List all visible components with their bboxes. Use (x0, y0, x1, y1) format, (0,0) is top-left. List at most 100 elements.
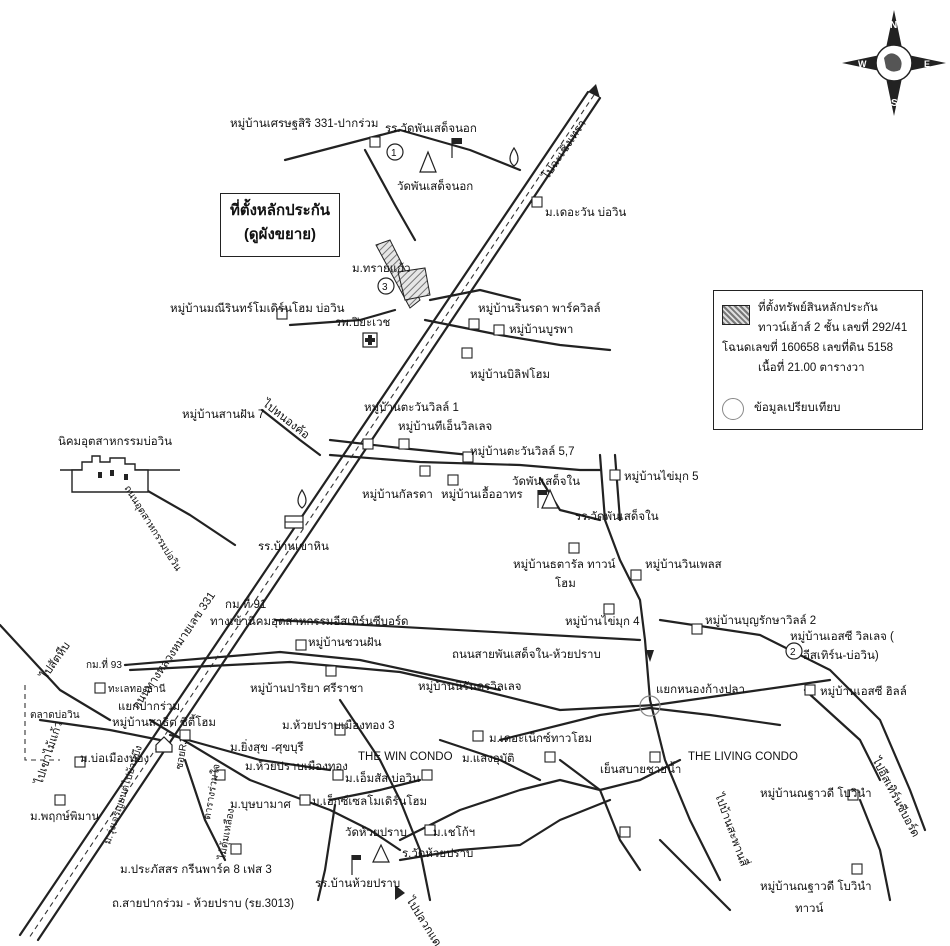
temple-icon (372, 150, 559, 863)
property-hatch-swatch (722, 305, 750, 325)
svg-text:ไปบ้านสะพานสี่: ไปบ้านสะพานสี่ (712, 790, 753, 868)
svg-text:อีสเทิร์น-บ่อวิน): อีสเทิร์น-บ่อวิน) (803, 648, 879, 662)
svg-text:ตลาดบ่อวิน: ตลาดบ่อวิน (30, 710, 80, 721)
svg-text:ไปหนองค้อ: ไปหนองค้อ (259, 397, 312, 442)
svg-text:ม.ทรายแก้ว: ม.ทรายแก้ว (352, 262, 411, 275)
legend-property-line4: เนื้อที่ 21.00 ตารางวา (758, 362, 865, 374)
svg-text:ม.เอ็มสัส บ่อวิน: ม.เอ็มสัส บ่อวิน (345, 770, 420, 785)
svg-text:ม.ยิ่งสุข -ศุขบุรี: ม.ยิ่งสุข -ศุขบุรี (230, 739, 304, 754)
svg-text:ม.พฤกษ์พิมาน: ม.พฤกษ์พิมาน (30, 809, 99, 823)
collateral-location-box: ที่ตั้งหลักประกัน (ดูผังขยาย) (220, 193, 340, 257)
svg-text:หมู่บ้านทีเอ็นวิลเลจ: หมู่บ้านทีเอ็นวิลเลจ (398, 418, 492, 433)
svg-text:รร.บ้านเขาหิน: รร.บ้านเขาหิน (258, 540, 329, 553)
svg-text:ม.ห้วยปราบเมืองทอง 3: ม.ห้วยปราบเมืองทอง 3 (282, 719, 395, 732)
gas-station-icon (297, 146, 519, 509)
svg-text:นิคมอุตสาหกรรมบ่อวิน: นิคมอุตสาหกรรมบ่อวิน (58, 435, 172, 448)
svg-text:หมู่บ้านณฐาวดี โบวินำ: หมู่บ้านณฐาวดี โบวินำ (760, 879, 872, 893)
svg-text:ไปสัตหีบ: ไปสัตหีบ (37, 639, 73, 682)
svg-text:หมู่บ้านบิลิฟโฮม: หมู่บ้านบิลิฟโฮม (470, 367, 550, 381)
svg-text:หมู่บ้านรินรดา พาร์ควิลล์: หมู่บ้านรินรดา พาร์ควิลล์ (478, 301, 601, 315)
svg-text:ทะเลทองธานี: ทะเลทองธานี (108, 683, 166, 695)
comparable-circle-swatch (722, 398, 744, 420)
svg-text:3: 3 (382, 282, 388, 293)
svg-text:หมู่บ้านเอสซี วิลเลจ (: หมู่บ้านเอสซี วิลเลจ ( (790, 630, 894, 643)
svg-text:วัดพันเสด็จใน: วัดพันเสด็จใน (512, 473, 580, 488)
compass-e: E (924, 59, 930, 69)
legend-property-line3: โฉนดเลขที่ 160658 เลขที่ดิน 5158 (722, 342, 894, 354)
svg-text:ซอยRJ: ซอยRJ (174, 738, 190, 770)
svg-text:หมู่บ้านไข่มุก 4: หมู่บ้านไข่มุก 4 (565, 615, 640, 628)
svg-text:วัดพันเสด็จนอก: วัดพันเสด็จนอก (397, 178, 473, 193)
svg-text:ไปอีสเทิร์นซีบอร์ด: ไปอีสเทิร์นซีบอร์ด (869, 754, 923, 839)
place-labels: หมู่บ้านเศรษฐสิริ 331-ปากร่วม รร.วัดพันเ… (30, 117, 907, 915)
svg-text:ม.เชโก้ฯ: ม.เชโก้ฯ (433, 825, 475, 839)
svg-text:หมู่บ้านบุญรักษาวิลล์ 2: หมู่บ้านบุญรักษาวิลล์ 2 (705, 613, 816, 627)
svg-text:กม.ที่ 91: กม.ที่ 91 (225, 596, 266, 611)
svg-text:รร.วัดพันเสด็จนอก: รร.วัดพันเสด็จนอก (385, 120, 477, 135)
compass-n: N (890, 20, 897, 31)
svg-text:ถนนสายพันเสด็จใน-ห้วยปราบ: ถนนสายพันเสด็จใน-ห้วยปราบ (452, 646, 601, 661)
svg-text:เย็นสบายชายน้ำ: เย็นสบายชายน้ำ (600, 761, 681, 776)
school-building-icon (284, 515, 304, 529)
svg-text:หมู่บ้านตะวันวิลล์ 1: หมู่บ้านตะวันวิลล์ 1 (364, 400, 459, 414)
compass-s: S (891, 98, 898, 109)
svg-text:หมู่บ้านกัลรดา: หมู่บ้านกัลรดา (362, 488, 433, 501)
collateral-subtitle: (ดูผังขยาย) (243, 226, 317, 243)
compass-w: W (858, 59, 867, 69)
svg-text:หมู่บ้านธตารัล ทาวน์: หมู่บ้านธตารัล ทาวน์ (513, 557, 616, 571)
legend-property-line1: ที่ตั้งทรัพย์สินหลักประกัน (758, 302, 878, 314)
svg-text:หมู่บ้านปาริยา ศรีราชา: หมู่บ้านปาริยา ศรีราชา (250, 682, 363, 695)
svg-text:แยกปากร่วม: แยกปากร่วม (118, 701, 180, 713)
svg-text:ม.ประภัสสร กรีนพาร์ค 8 เฟส 3: ม.ประภัสสร กรีนพาร์ค 8 เฟส 3 (120, 862, 272, 876)
svg-text:หมู่บ้านไข่มุก 5: หมู่บ้านไข่มุก 5 (624, 470, 699, 483)
svg-text:หมู่บ้านมณีรินทร์โมเดิร์นโฮม บ: หมู่บ้านมณีรินทร์โมเดิร์นโฮม บ่อวิน (170, 301, 345, 315)
comparable-marker-1: 1 (386, 143, 404, 161)
collateral-title: ที่ตั้งหลักประกัน (229, 202, 331, 219)
svg-text:หมู่บ้านเอื้ออาทร: หมู่บ้านเอื้ออาทร (441, 486, 523, 501)
svg-text:รร.วัดพันเสด็จใน: รร.วัดพันเสด็จใน (575, 508, 659, 523)
svg-text:หมู่บ้านณฐาวดี โบวินำ: หมู่บ้านณฐาวดี โบวินำ (760, 786, 872, 800)
comparable-marker-3: 3 (377, 277, 395, 295)
svg-text:ม.เดอะวัน บ่อวิน: ม.เดอะวัน บ่อวิน (545, 206, 626, 219)
property-area-2 (397, 267, 431, 301)
svg-text:ม.แสงอุบัติ: ม.แสงอุบัติ (462, 752, 515, 765)
compass-rose-icon: N S W E (842, 10, 946, 116)
legend: ที่ตั้งทรัพย์สินหลักประกัน ทาวน์เฮ้าส์ 2… (713, 290, 923, 430)
svg-text:THE WIN CONDO: THE WIN CONDO (358, 751, 453, 763)
village-markers (54, 136, 863, 875)
svg-text:โฮม: โฮม (555, 576, 576, 590)
svg-text:หมู่บ้านวินเพลส: หมู่บ้านวินเพลส (645, 558, 722, 571)
svg-text:แยกหนองก้างปลา: แยกหนองก้างปลา (656, 683, 745, 696)
svg-text:หมู่บ้านสาธิต ซิตี้โฮม: หมู่บ้านสาธิต ซิตี้โฮม (112, 714, 216, 729)
svg-text:ถนนอุตสาหกรรมบ่อวิน: ถนนอุตสาหกรรมบ่อวิน (121, 484, 183, 574)
svg-text:รพ.ปิยะเวช: รพ.ปิยะเวช (335, 316, 391, 329)
svg-text:หมู่บ้านเอสซี ฮิลล์: หมู่บ้านเอสซี ฮิลล์ (820, 684, 907, 698)
svg-text:หมู่บ้านชวนฝัน: หมู่บ้านชวนฝัน (308, 636, 382, 649)
road-arrows (395, 84, 654, 900)
road-labels: ไปฉะเชิงเทรา ถนนทางหลวงหมายเลข 331 ไปหนอ… (32, 118, 923, 946)
svg-text:ม.บุษบามาศ: ม.บุษบามาศ (230, 799, 291, 811)
svg-text:ม.เอ็กซ์เซลโมเดิร์นโฮม: ม.เอ็กซ์เซลโมเดิร์นโฮม (312, 793, 427, 808)
svg-text:THE LIVING CONDO: THE LIVING CONDO (688, 751, 798, 763)
svg-text:กม.ที่ 93: กม.ที่ 93 (86, 657, 122, 671)
svg-text:ตารางร่วมใจ: ตารางร่วมใจ (201, 763, 223, 821)
legend-property-line2: ทาวน์เฮ้าส์ 2 ชั้น เลขที่ 292/41 (758, 322, 908, 334)
svg-text:วัดห้วยปราบ: วัดห้วยปราบ (345, 826, 407, 839)
house-icon (155, 736, 173, 753)
svg-text:ร.วัดห้วยปราบ: ร.วัดห้วยปราบ (402, 847, 473, 860)
svg-text:หมู่บ้านนิรันดรวิลเลจ: หมู่บ้านนิรันดรวิลเลจ (418, 680, 522, 693)
factory-icon (71, 455, 149, 493)
svg-text:ทางเข้านิคมอุตสาหกรรมอีสเทิร์น: ทางเข้านิคมอุตสาหกรรมอีสเทิร์นซีบอร์ด (210, 614, 409, 628)
highway-331 (18, 90, 602, 942)
svg-text:หมู่บ้านตะวันวิลล์ 5,7: หมู่บ้านตะวันวิลล์ 5,7 (470, 444, 574, 458)
svg-text:ไปเขาไม้แก้ว: ไปเขาไม้แก้ว (32, 720, 65, 787)
svg-text:2: 2 (790, 647, 796, 658)
svg-text:ทาวน์: ทาวน์ (795, 901, 823, 915)
svg-text:รร.บ้านห้วยปราบ: รร.บ้านห้วยปราบ (315, 877, 400, 890)
school-flag-icon (351, 138, 547, 875)
svg-text:ม.บ่อเมืองทอง: ม.บ่อเมืองทอง (80, 752, 149, 765)
svg-text:ถ.สายปากร่วม - ห้วยปราบ (รย.30: ถ.สายปากร่วม - ห้วยปราบ (รย.3013) (112, 897, 294, 910)
legend-comparable: ข้อมูลเปรียบเทียบ (754, 402, 841, 414)
svg-text:1: 1 (391, 148, 397, 159)
